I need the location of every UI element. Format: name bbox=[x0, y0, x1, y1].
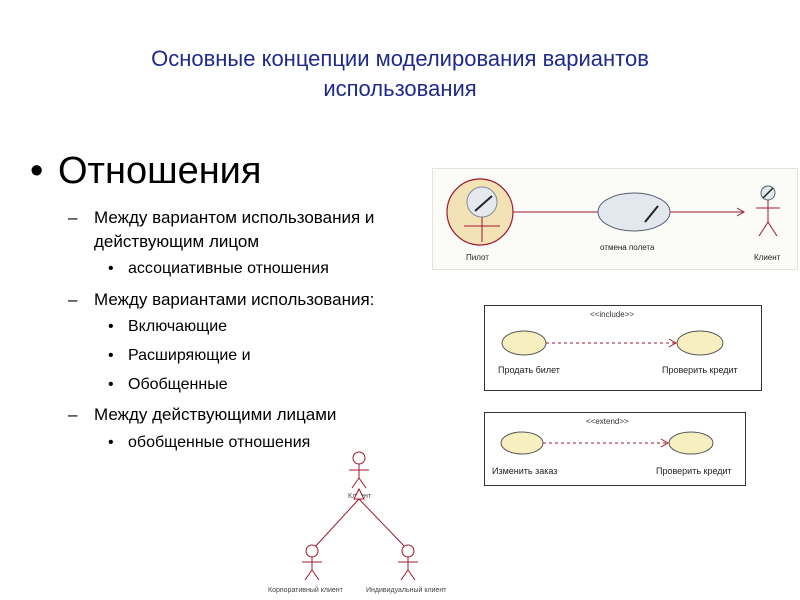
check-credit-usecase-icon bbox=[676, 330, 724, 356]
cancel-flight-usecase-icon bbox=[597, 192, 671, 232]
pilot-actor-icon bbox=[446, 178, 514, 246]
extend-arrowhead bbox=[660, 438, 670, 448]
heading-bullet: • Отношения bbox=[30, 150, 262, 193]
individual-client-actor-icon bbox=[398, 544, 418, 581]
outline-subitem-include: • Включающие bbox=[108, 318, 227, 336]
check-credit-label: Проверить кредит bbox=[662, 365, 738, 375]
client-actor-icon bbox=[756, 185, 780, 237]
subitem-text: Расширяющие и bbox=[128, 347, 251, 364]
slide-title-line1: Основные концепции моделирования вариант… bbox=[151, 46, 649, 71]
check-credit-label: Проверить кредит bbox=[656, 466, 732, 476]
heading-text: Отношения bbox=[58, 150, 262, 192]
association-arrowhead bbox=[736, 207, 746, 217]
include-stereotype-label: <<include>> bbox=[590, 310, 634, 319]
parent-client-actor-icon bbox=[349, 451, 369, 489]
extend-stereotype-label: <<extend>> bbox=[586, 417, 629, 426]
sub-bullet-marker: • bbox=[108, 260, 114, 277]
sub-bullet-marker: • bbox=[108, 347, 114, 364]
generalization-line-right bbox=[358, 498, 407, 549]
outline-item-actors: – Между действующими лицами bbox=[68, 403, 428, 427]
sub-bullet-marker: • bbox=[108, 434, 114, 451]
sub-bullet-marker: • bbox=[108, 376, 114, 393]
subitem-text: ассоциативные отношения bbox=[128, 260, 329, 277]
outline-item-actor-usecase: – Между вариантом использования и действ… bbox=[68, 206, 428, 254]
outline-item-line1: Между вариантом использования и bbox=[94, 208, 375, 227]
corporate-client-label: Корпоративный клиент bbox=[268, 586, 344, 594]
sell-ticket-label: Продать билет bbox=[498, 365, 560, 375]
subitem-text: Включающие bbox=[128, 318, 228, 335]
check-credit-usecase-icon bbox=[668, 431, 714, 455]
corporate-client-actor-icon bbox=[302, 544, 322, 581]
client-label: Клиент bbox=[754, 253, 781, 262]
extend-diagram: <<extend>> Изменить заказ Проверить кред… bbox=[484, 412, 746, 486]
change-order-usecase-icon bbox=[500, 431, 544, 455]
outline-item-usecases: – Между вариантами использования: bbox=[68, 288, 428, 312]
outline-item-text: Между вариантами использования: bbox=[94, 290, 375, 309]
actor-generalization-diagram: Клиент Корпоративный клиент Индивидуальн… bbox=[268, 451, 447, 594]
outline-subitem-generalization: • Обобщенные bbox=[108, 376, 228, 394]
association-diagram: Пилот отмена полета Клиент bbox=[432, 168, 798, 270]
sub-bullet-marker: • bbox=[108, 318, 114, 335]
subitem-text: Обобщенные bbox=[128, 376, 228, 393]
outline-subitem-association: • ассоциативные отношения bbox=[108, 260, 329, 278]
generalization-line-left bbox=[313, 498, 360, 549]
outline-item-line2: действующим лицом bbox=[94, 232, 260, 251]
include-arrowhead bbox=[668, 338, 678, 348]
slide-title: Основные концепции моделирования вариант… bbox=[60, 44, 740, 104]
include-diagram: <<include>> Продать билет Проверить кред… bbox=[484, 305, 762, 391]
dash-marker: – bbox=[68, 290, 78, 309]
change-order-label: Изменить заказ bbox=[492, 466, 557, 476]
subitem-text: обобщенные отношения bbox=[128, 434, 311, 451]
dash-marker: – bbox=[68, 208, 78, 227]
slide-title-line2: использования bbox=[323, 76, 477, 101]
outline-subitem-extend: • Расширяющие и bbox=[108, 347, 251, 365]
use-case-label: отмена полета bbox=[600, 243, 655, 252]
outline-subitem-actor-generalization: • обобщенные отношения bbox=[108, 434, 310, 452]
individual-client-label: Индивидуальный клиент bbox=[366, 586, 447, 594]
bullet-marker: • bbox=[30, 150, 44, 192]
dash-marker: – bbox=[68, 405, 78, 424]
pilot-label: Пилот bbox=[466, 253, 489, 262]
sell-ticket-usecase-icon bbox=[501, 330, 547, 356]
outline-item-text: Между действующими лицами bbox=[94, 405, 337, 424]
